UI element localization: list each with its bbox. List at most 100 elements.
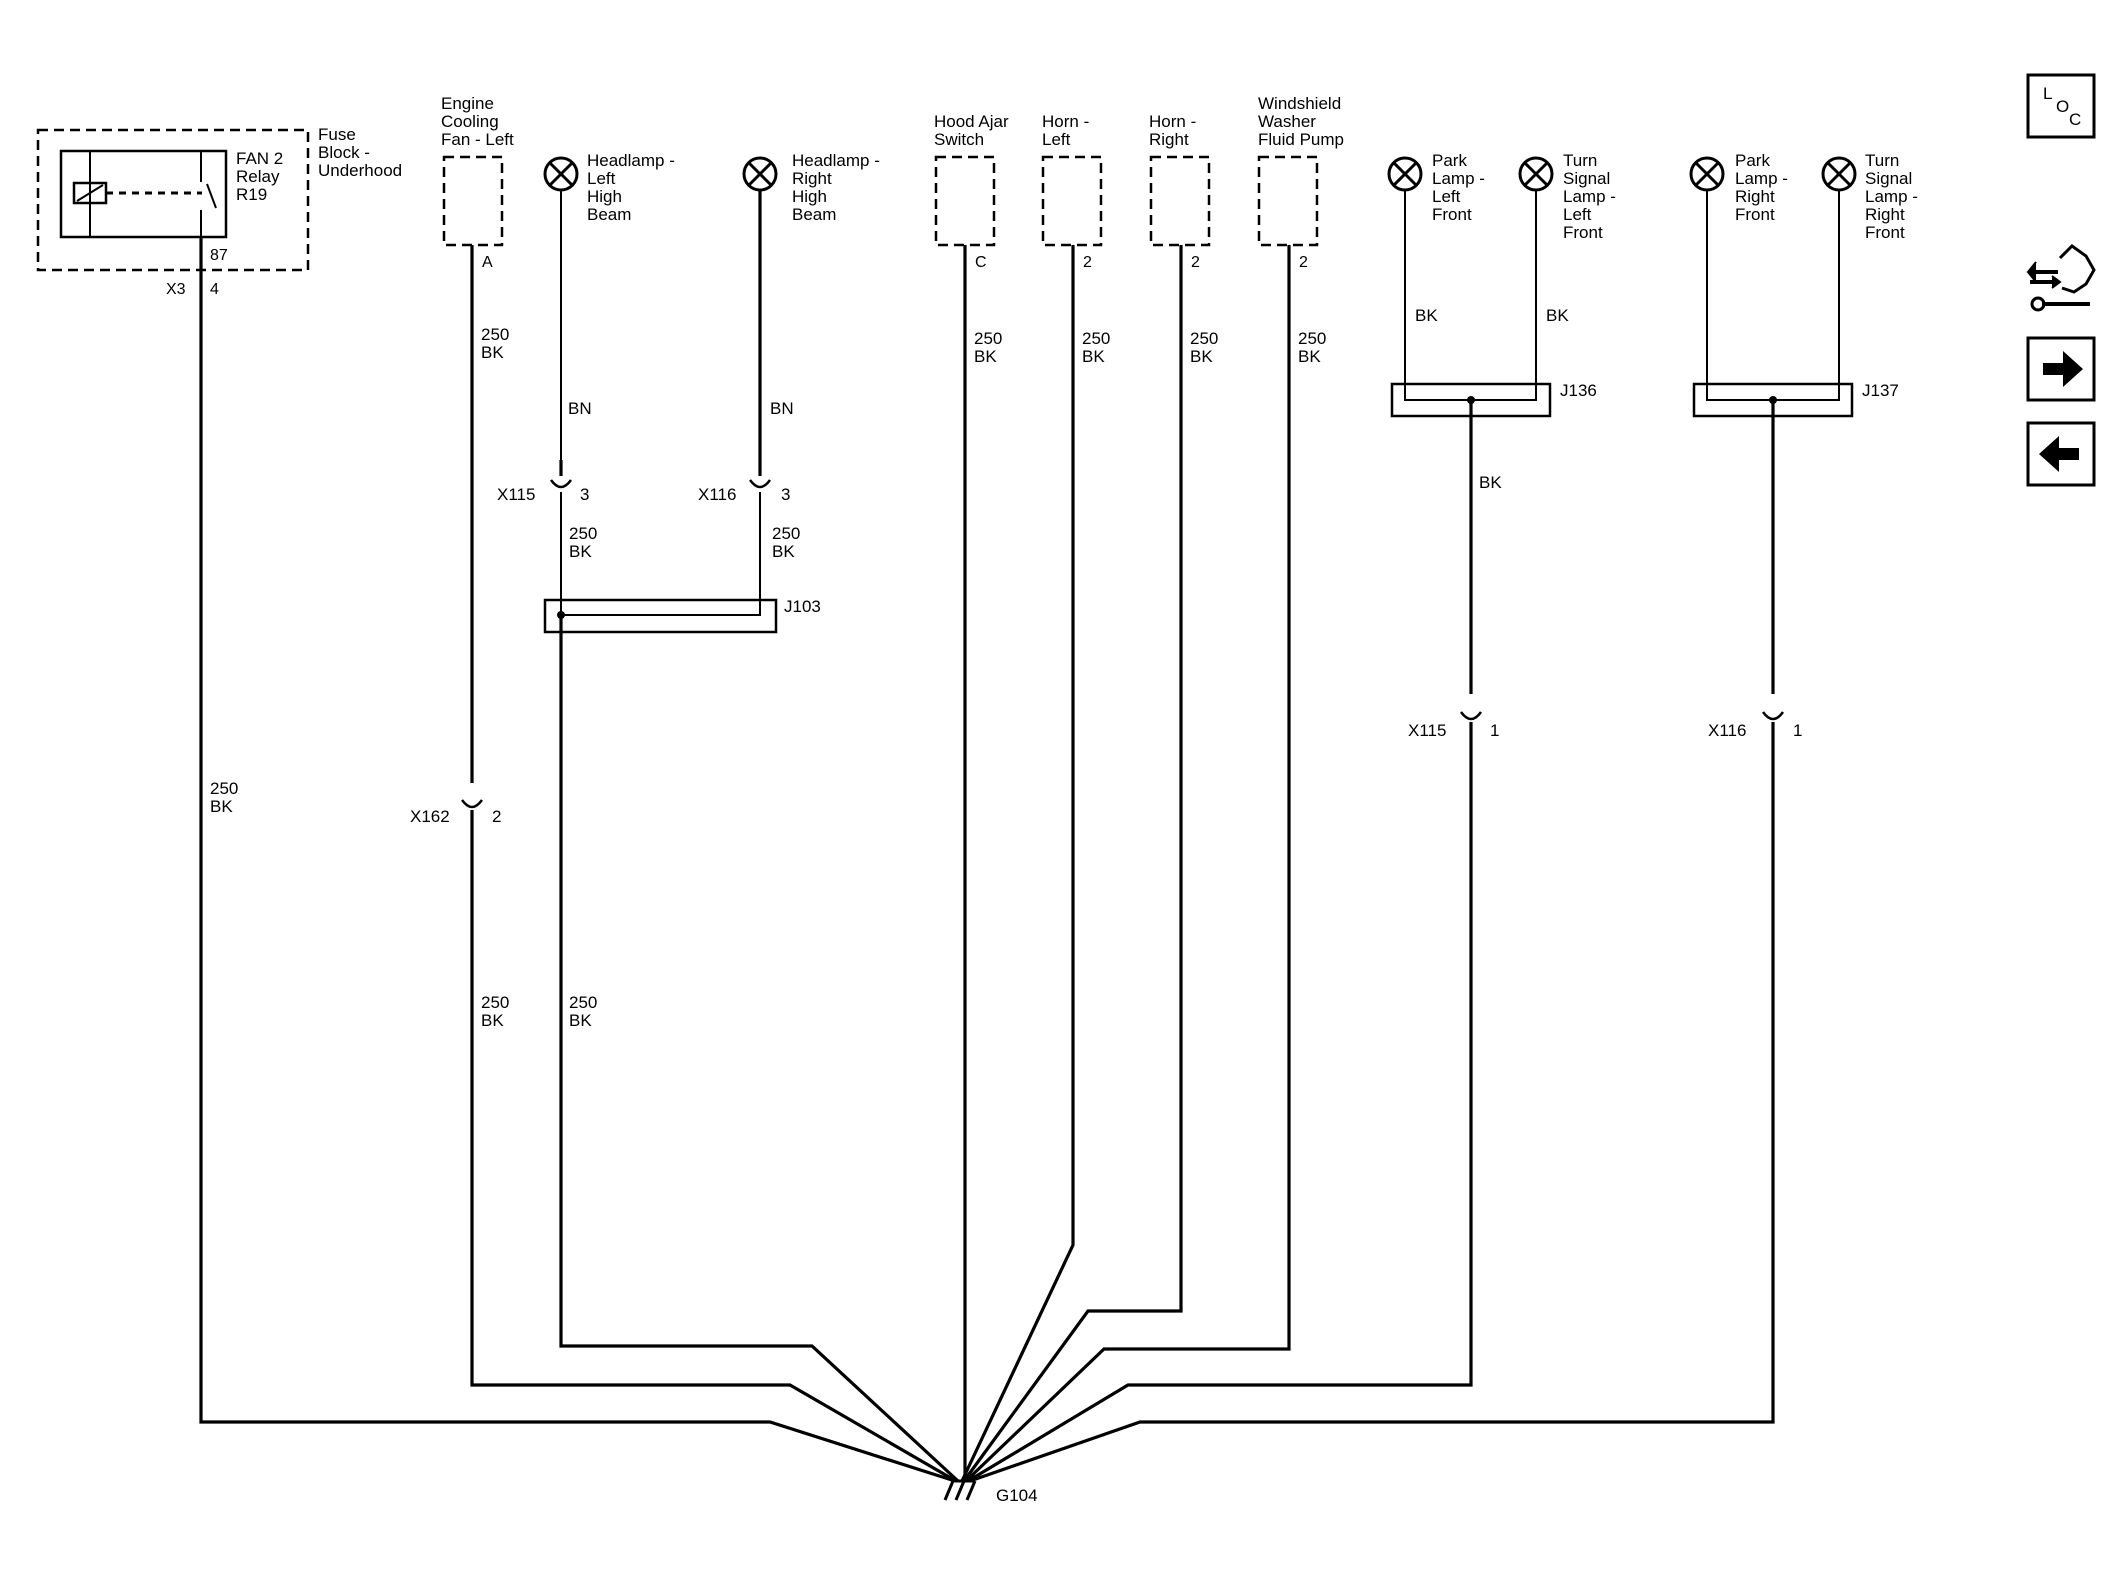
turn-right-label-5: Front <box>1865 223 1905 242</box>
horn-right-wire-color: BK <box>1190 347 1213 366</box>
fan-wire-color: BK <box>481 343 504 362</box>
park-right-label-4: Front <box>1735 205 1775 224</box>
fuse-block-label: Fuse Block - Underhood <box>318 125 402 180</box>
splice-j137: J137 <box>1692 381 1899 418</box>
x115-lower: X115 1 <box>1408 721 1499 740</box>
headlamp-right-lower-wire-color: BK <box>772 542 795 561</box>
headlamp-left-high-beam: Headlamp - Left High Beam BN X115 3 250 … <box>497 151 675 1030</box>
fuse-pin-4: 4 <box>210 281 219 298</box>
engine-cooling-fan-left: Engine Cooling Fan - Left A 250 BK X162 … <box>410 94 514 1030</box>
turn-right-label-2: Signal <box>1865 169 1912 188</box>
splice-j136: J136 BK <box>1390 381 1597 492</box>
j136-wire-color: BK <box>1479 473 1502 492</box>
arrow-left-icon <box>2039 436 2079 472</box>
fan-pin-a: A <box>482 254 493 271</box>
loc-letter-o: O <box>2056 97 2069 116</box>
relay-label: FAN 2 Relay R19 <box>236 149 283 204</box>
horn-right-label-2: Right <box>1149 130 1189 149</box>
fuse-block-label-3: Underhood <box>318 161 402 180</box>
loc-button[interactable]: L O C <box>2026 73 2096 139</box>
fan-wire-gauge: 250 <box>481 325 509 344</box>
connector-end-view-button[interactable] <box>2026 244 2096 312</box>
turn-left-label-1: Turn <box>1563 151 1597 170</box>
park-left-label-4: Front <box>1432 205 1472 224</box>
x116-lower: X116 1 <box>1708 721 1802 740</box>
fan-label-3: Fan - Left <box>441 130 514 149</box>
headlamp-right-label-2: Right <box>792 169 832 188</box>
x116-upper-pin: 3 <box>781 485 790 504</box>
turn-signal-lamp-right-front: Turn Signal Lamp - Right Front <box>1821 151 1918 242</box>
g104-label: G104 <box>996 1486 1038 1505</box>
headlamp-right-wire-gauge: 250 <box>772 524 800 543</box>
park-lamp-left-front: Park Lamp - Left Front BK <box>1387 151 1485 325</box>
j136-label: J136 <box>1560 381 1597 400</box>
ground-icon <box>943 1479 977 1501</box>
park-left-label-1: Park <box>1432 151 1467 170</box>
park-left-wire-color: BK <box>1415 306 1438 325</box>
fuse-wire-gauge: 250 <box>210 779 238 798</box>
horn-left-label-1: Horn - <box>1042 112 1089 131</box>
turn-right-label-1: Turn <box>1865 151 1899 170</box>
lamp-bulb-icon <box>1387 156 1423 192</box>
park-right-label-1: Park <box>1735 151 1770 170</box>
x116-upper-connector: X116 <box>698 485 736 504</box>
washer-label-3: Fluid Pump <box>1258 130 1344 149</box>
washer-wire-color: BK <box>1298 347 1321 366</box>
ground-g104: G104 <box>943 1479 1038 1505</box>
wires <box>199 190 1840 1483</box>
relay-label-3: R19 <box>236 185 267 204</box>
turn-right-label-4: Right <box>1865 205 1905 224</box>
previous-page-button[interactable] <box>2026 421 2096 487</box>
horn-left-wire-gauge: 250 <box>1082 329 1110 348</box>
washer-label-2: Washer <box>1258 112 1316 131</box>
relay-pin-87: 87 <box>210 247 228 264</box>
fan-label-1: Engine <box>441 94 494 113</box>
headlamp-right-high-beam: Headlamp - Right High Beam BN X116 3 250… <box>698 151 880 561</box>
hood-ajar-wire-color: BK <box>974 347 997 366</box>
turn-left-label-2: Signal <box>1563 169 1610 188</box>
hood-ajar-wire-gauge: 250 <box>974 329 1002 348</box>
turn-left-label-4: Left <box>1563 205 1592 224</box>
x115-lower-connector: X115 <box>1408 721 1446 740</box>
headlamp-left-label-3: High <box>587 187 622 206</box>
hood-ajar-label-1: Hood Ajar <box>934 112 1009 131</box>
fuse-block-label-1: Fuse <box>318 125 356 144</box>
headlamp-right-label-1: Headlamp - <box>792 151 880 170</box>
turn-left-wire-color: BK <box>1546 306 1569 325</box>
loc-letter-l: L <box>2043 84 2052 103</box>
connector-wrench-icon <box>2026 244 2096 312</box>
horn-left-wire-color: BK <box>1082 347 1105 366</box>
headlamp-left-label-1: Headlamp - <box>587 151 675 170</box>
washer-pin: 2 <box>1299 254 1308 271</box>
horn-left: Horn - Left 2 250 BK <box>1041 112 1110 366</box>
j103-label: J103 <box>784 597 821 616</box>
fuse-connector-x3: X3 <box>166 281 186 298</box>
x116-lower-connector: X116 <box>1708 721 1746 740</box>
fuse-wire-color: BK <box>210 797 233 816</box>
turn-right-label-3: Lamp - <box>1865 187 1918 206</box>
washer-wire-gauge: 250 <box>1298 329 1326 348</box>
park-left-label-2: Lamp - <box>1432 169 1485 188</box>
horn-left-label-2: Left <box>1042 130 1071 149</box>
headlamp-left-lower-wire-color: BK <box>569 542 592 561</box>
horn-right: Horn - Right 2 250 BK <box>1149 112 1218 366</box>
horn-right-label-1: Horn - <box>1149 112 1196 131</box>
fuse-block-underhood: Fuse Block - Underhood FAN 2 Relay R19 8… <box>36 125 402 816</box>
headlamp-right-label-3: High <box>792 187 827 206</box>
x162-pin: 2 <box>492 807 501 826</box>
hood-ajar-switch: Hood Ajar Switch C 250 BK <box>934 112 1009 366</box>
park-left-label-3: Left <box>1432 187 1461 206</box>
headlamp-left-wire-gauge: 250 <box>569 524 597 543</box>
j137-label: J137 <box>1862 381 1899 400</box>
horn-right-wire-gauge: 250 <box>1190 329 1218 348</box>
park-right-label-2: Lamp - <box>1735 169 1788 188</box>
x116-lower-pin: 1 <box>1793 721 1802 740</box>
relay-label-2: Relay <box>236 167 280 186</box>
headlamp-left-label-4: Beam <box>587 205 631 224</box>
horn-right-pin: 2 <box>1191 254 1200 271</box>
lamp-bulb-icon <box>1821 156 1857 192</box>
next-page-button[interactable] <box>2026 336 2096 402</box>
park-lamp-right-front: Park Lamp - Right Front <box>1689 151 1788 224</box>
headlamp-right-label-4: Beam <box>792 205 836 224</box>
